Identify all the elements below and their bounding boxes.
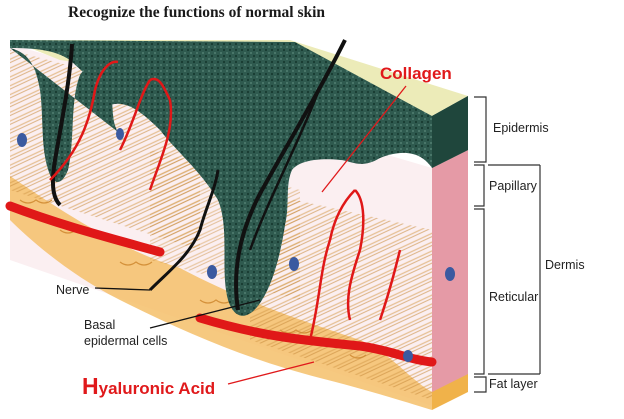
hair-shaft-mid bbox=[234, 39, 347, 311]
nerve-leader bbox=[94, 287, 151, 291]
label-papillary: Papillary bbox=[489, 179, 537, 193]
label-collagen: Collagen bbox=[380, 64, 452, 83]
label-hyaluronic-acid: Hyaluronic Acid bbox=[82, 373, 215, 400]
basal-leader bbox=[149, 299, 261, 329]
label-fat-layer: Fat layer bbox=[489, 377, 538, 391]
hair-shaft-mid2 bbox=[248, 91, 320, 251]
collagen-leader bbox=[321, 85, 407, 193]
label-hyaluronic-first-letter: H bbox=[82, 373, 99, 399]
label-basal: Basal bbox=[84, 318, 116, 332]
papillary-bracket bbox=[474, 164, 485, 207]
nerve-fiber bbox=[148, 169, 220, 292]
diagram-title: Recognize the functions of normal skin bbox=[68, 4, 326, 21]
dermis-bracket bbox=[488, 164, 541, 375]
epidermis-layer bbox=[10, 40, 468, 316]
epidermis-side bbox=[432, 96, 468, 168]
label-nerve: Nerve bbox=[56, 283, 90, 297]
dermal-cells bbox=[17, 128, 455, 362]
fat-bracket bbox=[474, 376, 487, 393]
hair-shaft-left bbox=[50, 43, 74, 207]
reticular-bracket bbox=[474, 208, 485, 375]
label-epidermis: Epidermis bbox=[493, 121, 549, 135]
label-dermis: Dermis bbox=[545, 258, 585, 272]
label-reticular: Reticular bbox=[489, 290, 539, 304]
fat-side-face bbox=[432, 374, 468, 410]
label-epidermal-cells: epidermal cells bbox=[84, 334, 168, 348]
blood-vessel-branches bbox=[49, 60, 402, 341]
epidermis-bracket bbox=[474, 96, 487, 163]
hyaluronic-leader bbox=[227, 361, 315, 385]
label-hyaluronic-rest: yaluronic Acid bbox=[98, 379, 216, 398]
